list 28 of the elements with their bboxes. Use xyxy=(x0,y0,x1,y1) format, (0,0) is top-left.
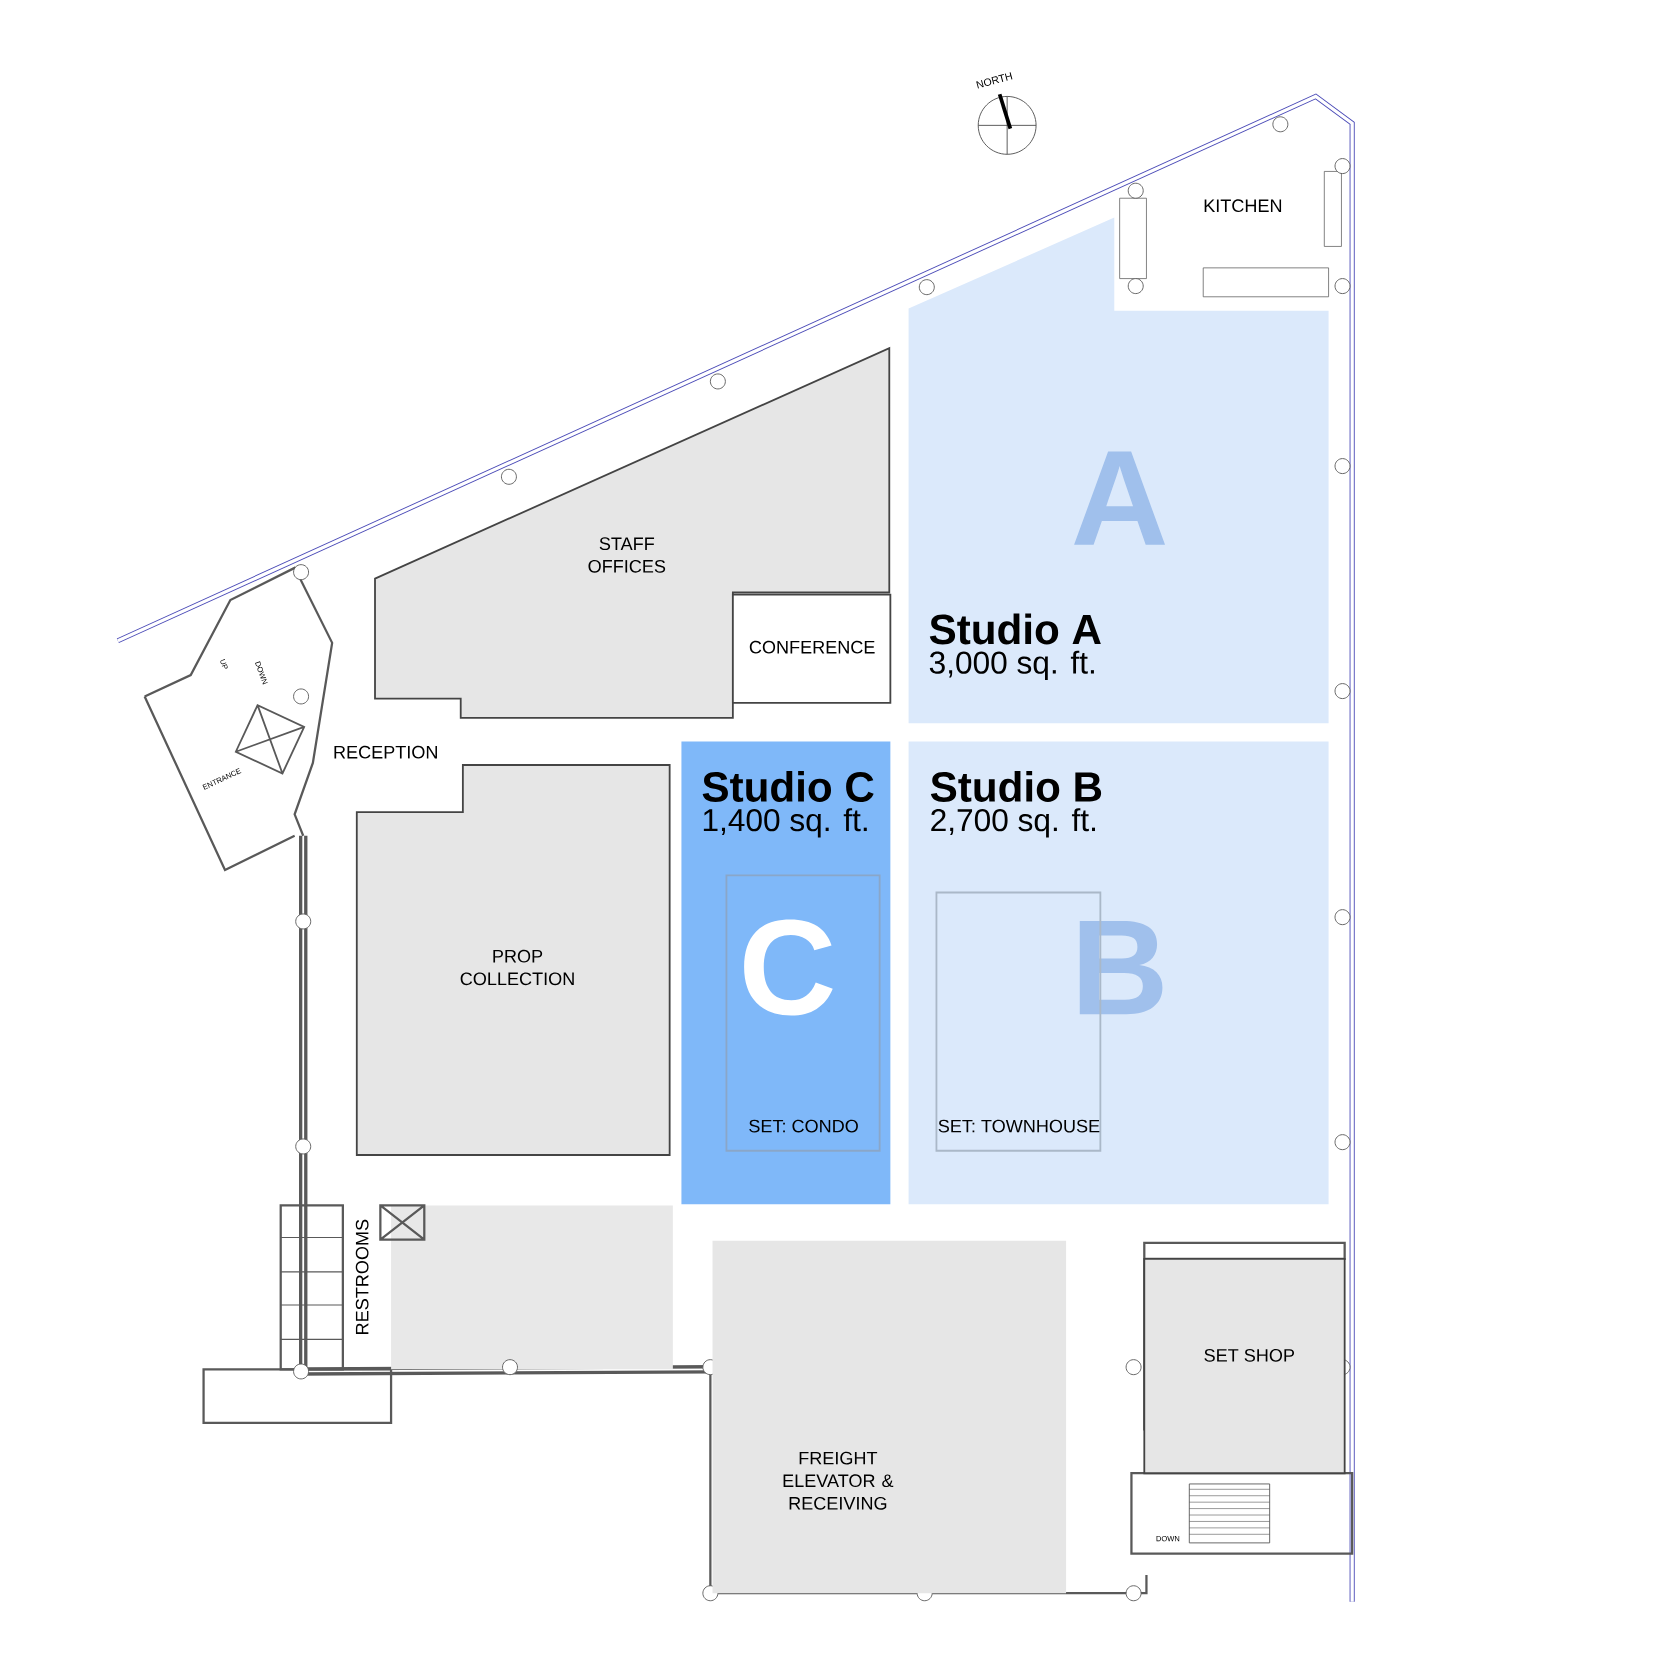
room-label: SET: CONDO xyxy=(749,1119,858,1133)
workshop-room xyxy=(1143,1258,1346,1475)
room-label: STAFF OFFICES xyxy=(588,537,666,573)
room-label: SET: TOWNHOUSE xyxy=(938,1119,1100,1133)
room-label: RESTROOMS xyxy=(355,1219,369,1334)
studio-letter: A xyxy=(1074,451,1166,545)
room-label: CONFERENCE xyxy=(749,640,875,654)
area-label: 1,400 sq. ft. xyxy=(703,808,867,838)
room-label: RECEPTION xyxy=(334,745,437,759)
compass-label: NORTH xyxy=(976,72,1013,89)
office-area xyxy=(374,346,891,719)
studio-name: Studio B xyxy=(930,770,1102,802)
set-outline xyxy=(725,874,881,1152)
room-label: SET SHOP xyxy=(1204,1349,1295,1362)
studio-letter: C xyxy=(744,919,833,1016)
studio-name: Studio A xyxy=(929,613,1101,645)
studio-area xyxy=(908,217,1329,724)
studio-area xyxy=(681,741,891,1205)
room-label: FREIGHT ELEVATOR & RECEIVING xyxy=(783,1451,894,1510)
studio-area xyxy=(908,741,1329,1205)
studio-name: Studio C xyxy=(702,770,874,802)
studio-letter: B xyxy=(1079,920,1163,1015)
room-label: PROP COLLECTION xyxy=(460,949,574,986)
receiving-area xyxy=(712,1240,1067,1594)
storage-room xyxy=(355,764,671,1156)
conference-room xyxy=(731,593,892,704)
area-label: 3,000 sq. ft. xyxy=(929,650,1094,681)
area-label: 2,700 sq. ft. xyxy=(931,808,1095,838)
